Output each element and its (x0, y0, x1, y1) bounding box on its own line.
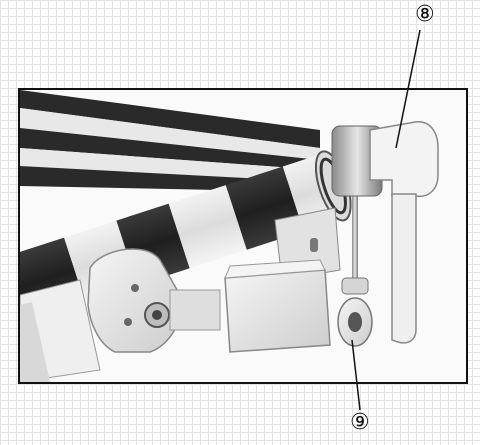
arm-joint (87, 248, 221, 353)
crank-eyelet (337, 160, 373, 347)
gear-box (224, 259, 331, 353)
awning-illustration (20, 90, 439, 382)
callout-number-9: ⑨ (350, 410, 370, 435)
motor-end-cap (331, 121, 439, 344)
awning-mechanism-photo (18, 88, 468, 384)
callout-number-8: ⑧ (415, 2, 435, 27)
lower-profile (20, 279, 101, 382)
